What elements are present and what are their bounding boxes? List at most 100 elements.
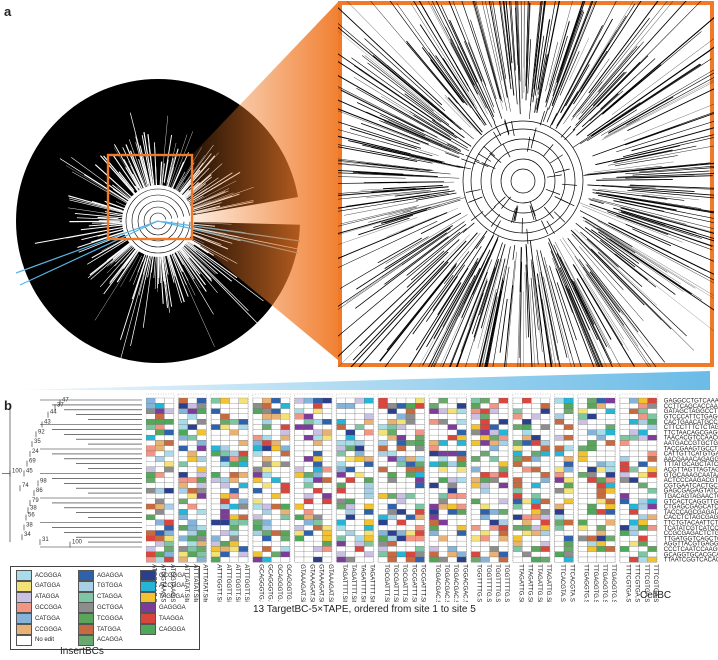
heatmap-cell — [146, 519, 156, 526]
heatmap-cell — [345, 493, 356, 499]
heatmap-cell — [429, 456, 439, 462]
heatmap-cell — [596, 535, 606, 542]
heatmap-cell — [238, 514, 249, 521]
bootstrap-label: 31 — [42, 537, 49, 543]
site-label: TTAGATTG.Site1 — [517, 564, 523, 602]
heatmap-cell — [387, 525, 397, 531]
heatmap-cell — [294, 493, 305, 499]
heatmap-cell — [196, 487, 207, 494]
heatmap-cell — [647, 503, 657, 510]
heatmap-cell — [447, 519, 458, 526]
heatmap-cell — [196, 434, 207, 441]
heatmap-cell — [196, 546, 207, 552]
heatmap-cell — [220, 456, 230, 462]
heatmap-cell — [456, 535, 467, 542]
heatmap-cell — [303, 408, 314, 415]
heatmap-cell — [336, 461, 346, 468]
heatmap-cell — [155, 445, 165, 452]
heatmap-cell — [229, 498, 239, 505]
heatmap-cell — [238, 440, 249, 446]
heatmap-cell — [387, 397, 397, 404]
heatmap-cell — [587, 498, 597, 505]
heatmap-cell — [178, 440, 188, 446]
heatmap-cell — [489, 477, 499, 483]
heatmap-cell — [155, 482, 165, 489]
heatmap-cell — [336, 540, 346, 547]
heatmap-cell — [638, 503, 648, 510]
heatmap-cell — [578, 514, 588, 521]
heatmap-cell — [638, 514, 648, 521]
heatmap-cell — [387, 493, 397, 499]
heatmap-cell — [211, 535, 221, 542]
heatmap-cell — [313, 397, 323, 404]
heatmap-cell — [647, 514, 657, 521]
heatmap-cell — [387, 509, 397, 515]
heatmap-cell — [280, 403, 290, 409]
heatmap-cell — [456, 482, 467, 489]
heatmap-cell — [522, 535, 532, 542]
heatmap-cell — [211, 503, 221, 510]
heatmap-cell — [512, 509, 523, 515]
heatmap-cell — [578, 408, 588, 415]
heatmap-cell — [178, 466, 188, 473]
heatmap-cell — [322, 429, 332, 436]
legend-swatch — [140, 613, 156, 625]
heatmap-cell — [146, 477, 156, 483]
heatmap-cell — [271, 477, 281, 483]
legend-item: ACCGGA — [140, 580, 185, 592]
heatmap-cell — [522, 424, 532, 430]
cell-barcode: TTAATCGGTCACAGTT-1 — [664, 558, 718, 564]
heatmap-cell — [271, 419, 281, 425]
heatmap-cell — [229, 472, 239, 478]
heatmap-cell — [438, 397, 448, 404]
heatmap-cell — [512, 472, 523, 478]
heatmap-cell — [271, 403, 281, 409]
heatmap-cell — [271, 424, 281, 430]
heatmap-cell — [429, 408, 439, 415]
heatmap-cell — [396, 403, 407, 409]
heatmap-cell — [178, 493, 188, 499]
legend-label: GATGGA — [35, 583, 61, 590]
heatmap-cell — [303, 551, 314, 558]
heatmap-cell — [345, 482, 356, 489]
heatmap-cell — [146, 493, 156, 499]
heatmap-cell — [512, 397, 523, 404]
legend-item: GCGGGA — [140, 570, 186, 581]
heatmap-cell — [471, 509, 481, 515]
heatmap-cell — [211, 519, 221, 526]
heatmap-cell — [415, 429, 425, 436]
heatmap-cell — [396, 530, 407, 536]
heatmap-cell — [238, 551, 249, 558]
heatmap-cell — [229, 493, 239, 499]
heatmap-cell — [629, 514, 639, 521]
heatmap-cell — [220, 413, 230, 420]
heatmap-cell — [447, 498, 458, 505]
legend-label: TGTGGA — [97, 583, 123, 590]
heatmap-cell — [387, 440, 397, 446]
heatmap-cell — [596, 514, 606, 521]
bootstrap-label: 44 — [50, 410, 57, 416]
heatmap-cell — [164, 556, 174, 563]
heatmap-cell — [629, 482, 639, 489]
heatmap-cell — [220, 450, 230, 457]
heatmap-cell — [178, 498, 188, 505]
heatmap-cell — [456, 413, 467, 420]
heatmap-cell — [638, 397, 648, 404]
zoomed-phylogeny — [338, 1, 714, 367]
cell-barcode: GTCCCATTCTGAGGTT-1 — [664, 415, 718, 421]
heatmap-cell — [336, 525, 346, 531]
heatmap-cell — [238, 556, 249, 563]
heatmap-cell — [429, 424, 439, 430]
heatmap-cell — [164, 503, 174, 510]
heatmap-cell — [146, 514, 156, 521]
heatmap-cell — [456, 525, 467, 531]
heatmap-cell — [238, 477, 249, 483]
heatmap-cell — [480, 461, 490, 468]
heatmap-cell — [387, 450, 397, 457]
heatmap-cell — [378, 413, 388, 420]
heatmap-cell — [294, 556, 305, 563]
heatmap-cell — [262, 434, 272, 441]
heatmap-cell — [638, 413, 648, 420]
panel-b-letter: b — [4, 398, 12, 413]
heatmap-cell — [238, 450, 249, 457]
